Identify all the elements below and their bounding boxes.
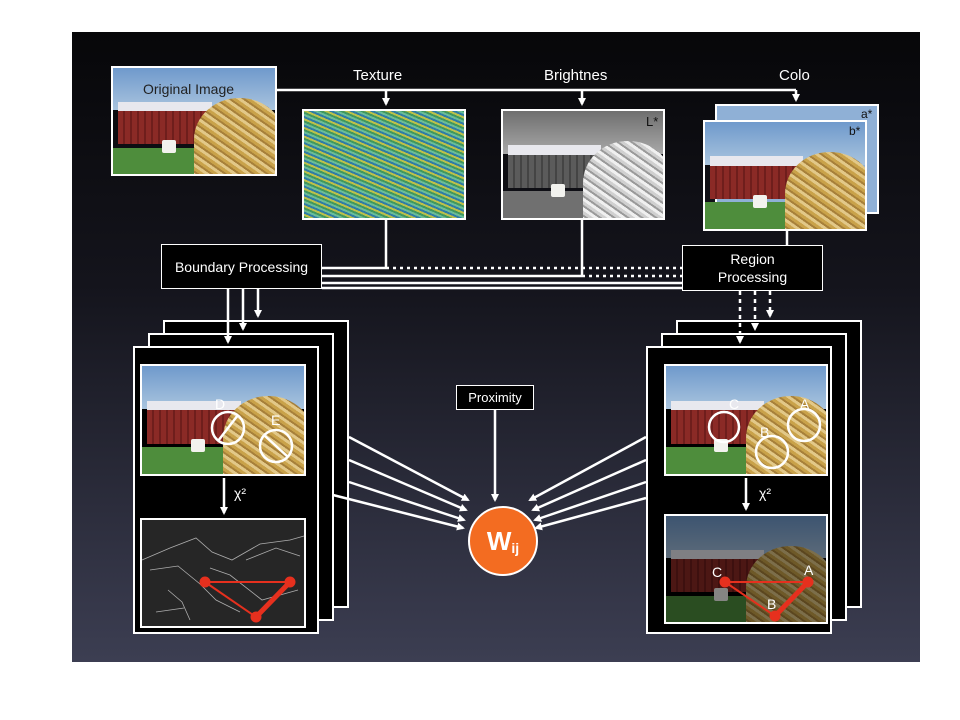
region-processing-line2: Processing [717,269,788,285]
brightness-label: Brightnes [544,67,608,84]
region-circle-a-label: A [800,396,810,412]
l-star-label: L* [646,114,659,129]
region-graph-b-label: B [767,596,777,612]
boundary-chi-label: χ² [234,485,247,501]
color-image [703,120,867,231]
region-faded-photo [664,514,828,624]
wij-sub-label: ij [511,540,520,556]
boundary-circle-e-label: E [271,412,281,428]
boundary-processing-box: Boundary Processing [161,244,322,289]
region-chi-label: χ² [759,485,772,501]
region-processing-line1: Region [730,251,775,267]
region-photo [664,364,828,476]
region-circle-b-label: B [760,424,770,440]
proximity-box: Proximity [456,385,534,410]
original-image [111,66,277,176]
boundary-circle-d-label: D [215,396,226,412]
b-star-label: b* [849,124,861,138]
texture-image [302,109,466,220]
boundary-edge-map [140,518,306,628]
brightness-image [501,109,665,220]
texture-label: Texture [353,67,403,84]
color-label: Colo [779,67,810,84]
original-image-label: Original Image [143,81,235,97]
region-graph-c-label: C [712,564,723,580]
region-graph-a-label: A [804,562,814,578]
a-star-label: a* [861,107,873,121]
wij-main-label: W [486,525,512,556]
region-circle-c-label: C [729,396,740,412]
region-processing-box: Region Processing [682,245,823,291]
